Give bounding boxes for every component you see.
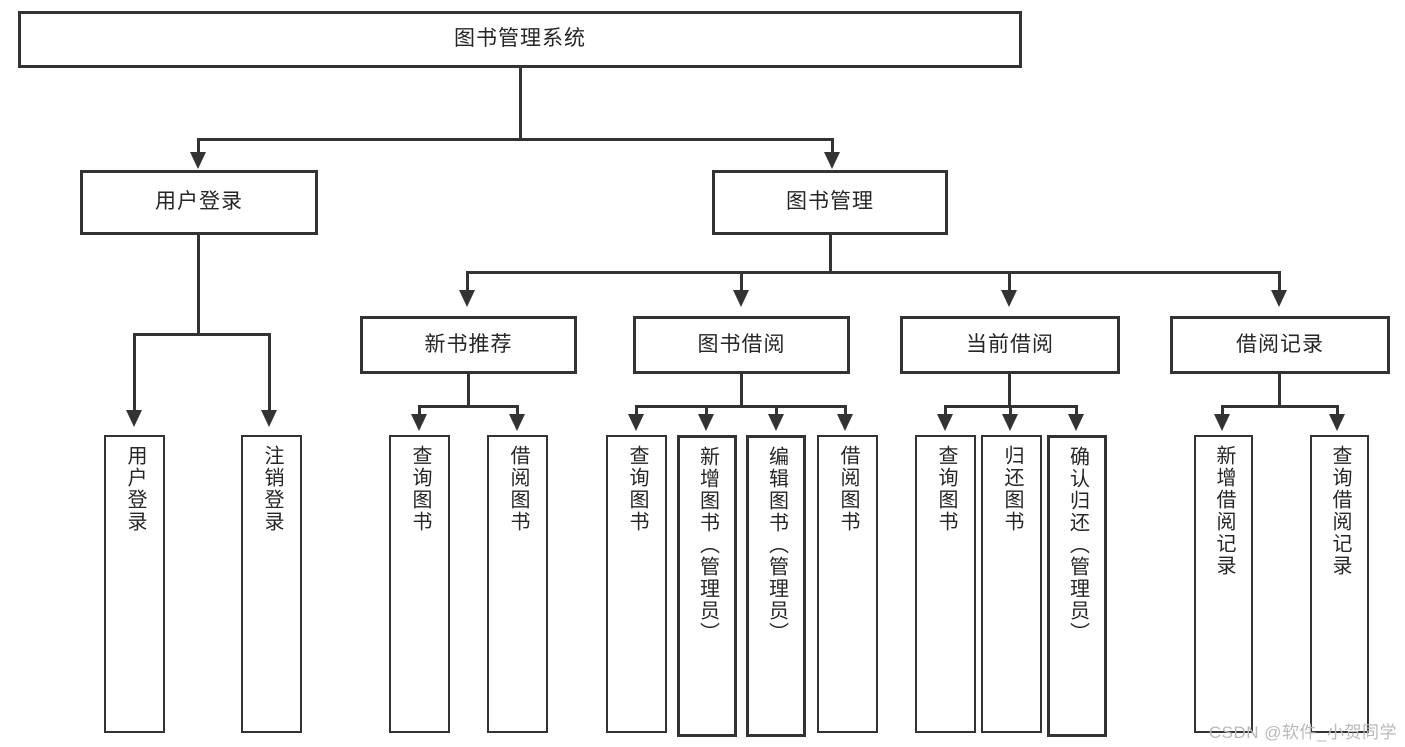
arrowhead-to-new-book-recommend	[459, 290, 475, 307]
node-borrow-record[interactable]: 借阅记录	[1170, 316, 1390, 374]
leaf-return-book[interactable]: 归还图书	[981, 435, 1042, 733]
connector-book-manage-bus	[466, 271, 1281, 274]
connector-bb-leg-1	[635, 405, 638, 417]
node-new-book-recommend-label: 新书推荐	[424, 332, 513, 356]
connector-bb-leg-2	[705, 405, 708, 417]
connector-cb-leg-2	[1009, 405, 1012, 417]
arrowhead-to-book-borrow	[733, 290, 749, 307]
arrowhead-leaf-edit-book	[768, 414, 784, 431]
connector-nbr-stem	[467, 374, 470, 407]
connector-nbr-leg-2	[516, 405, 519, 417]
leaf-logout[interactable]: 注销登录	[241, 435, 302, 733]
node-book-manage-label: 图书管理	[786, 190, 874, 214]
arrowhead-leaf-borrow-book-2	[837, 414, 853, 431]
connector-bb-stem	[740, 374, 743, 407]
node-new-book-recommend[interactable]: 新书推荐	[360, 316, 577, 374]
connector-root-leg-left	[197, 138, 200, 156]
node-user-login-label: 用户登录	[155, 190, 243, 214]
connector-book-manage-leg-2	[740, 271, 743, 293]
leaf-query-book-1[interactable]: 查询图书	[389, 435, 450, 733]
leaf-borrow-book-1[interactable]: 借阅图书	[487, 435, 548, 733]
arrowhead-leaf-query-book-1	[411, 414, 427, 431]
node-user-login[interactable]: 用户登录	[80, 170, 318, 235]
arrowhead-leaf-user-login	[126, 410, 142, 427]
connector-root-leg-right	[831, 138, 834, 156]
connector-book-manage-leg-1	[466, 271, 469, 293]
arrowhead-leaf-add-book	[698, 414, 714, 431]
leaf-query-book-2[interactable]: 查询图书	[606, 435, 667, 733]
node-current-borrow[interactable]: 当前借阅	[900, 316, 1120, 374]
leaf-query-book-3[interactable]: 查询图书	[915, 435, 976, 733]
leaf-add-book[interactable]: 新增图书（管理员）	[677, 435, 737, 737]
connector-root-bus	[197, 138, 834, 141]
leaf-query-book-3-label: 查询图书	[935, 445, 957, 533]
arrowhead-to-book-manage	[824, 152, 840, 169]
connector-br-leg-2	[1336, 405, 1339, 417]
leaf-add-record-label: 新增借阅记录	[1213, 445, 1235, 577]
connector-nbr-bus	[418, 405, 519, 408]
csdn-watermark: CSDN @软件_小贺同学	[1208, 723, 1397, 742]
connector-br-leg-1	[1221, 405, 1224, 417]
leaf-confirm-return[interactable]: 确认归还（管理员）	[1047, 435, 1107, 737]
leaf-return-book-label: 归还图书	[1001, 445, 1023, 533]
node-borrow-record-label: 借阅记录	[1236, 332, 1324, 356]
leaf-query-book-1-label: 查询图书	[409, 445, 431, 533]
leaf-user-login[interactable]: 用户登录	[104, 435, 165, 733]
node-book-manage[interactable]: 图书管理	[712, 170, 948, 235]
connector-user-login-stem	[197, 235, 200, 336]
leaf-add-book-label: 新增图书（管理员）	[696, 446, 719, 644]
connector-cb-leg-3	[1075, 405, 1078, 417]
arrowhead-leaf-add-record	[1214, 414, 1230, 431]
leaf-query-record[interactable]: 查询借阅记录	[1310, 435, 1369, 733]
leaf-borrow-book-2-label: 借阅图书	[837, 445, 859, 533]
connector-book-manage-stem	[829, 235, 832, 273]
leaf-add-record[interactable]: 新增借阅记录	[1194, 435, 1253, 733]
arrowhead-leaf-query-record	[1329, 414, 1345, 431]
leaf-edit-book-label: 编辑图书（管理员）	[765, 446, 788, 644]
connector-root-stem	[519, 68, 522, 140]
arrowhead-leaf-confirm-return	[1068, 414, 1084, 431]
arrowhead-to-current-borrow	[1001, 290, 1017, 307]
connector-bb-leg-3	[775, 405, 778, 417]
connector-nbr-leg-1	[418, 405, 421, 417]
leaf-borrow-book-2[interactable]: 借阅图书	[817, 435, 878, 733]
leaf-query-record-label: 查询借阅记录	[1329, 445, 1351, 577]
leaf-confirm-return-label: 确认归还（管理员）	[1066, 446, 1089, 644]
node-root[interactable]: 图书管理系统	[18, 11, 1022, 68]
leaf-borrow-book-1-label: 借阅图书	[507, 445, 529, 533]
leaf-query-book-2-label: 查询图书	[626, 445, 648, 533]
arrowhead-to-user-login	[190, 152, 206, 169]
node-book-borrow-label: 图书借阅	[697, 332, 786, 356]
node-book-borrow[interactable]: 图书借阅	[633, 316, 850, 374]
arrowhead-to-borrow-record	[1271, 290, 1287, 307]
arrowhead-leaf-query-book-3	[937, 414, 953, 431]
connector-user-login-bus	[133, 333, 271, 336]
connector-user-login-leg-1	[133, 333, 136, 413]
connector-book-manage-leg-3	[1008, 271, 1011, 293]
leaf-logout-label: 注销登录	[261, 445, 283, 533]
leaf-user-login-label: 用户登录	[124, 445, 146, 533]
connector-cb-stem	[1008, 374, 1011, 407]
connector-bb-leg-4	[844, 405, 847, 417]
arrowhead-leaf-borrow-book-1	[509, 414, 525, 431]
arrowhead-leaf-logout	[261, 410, 277, 427]
arrowhead-leaf-return-book	[1002, 414, 1018, 431]
connector-user-login-leg-2	[268, 333, 271, 413]
connector-bb-bus	[635, 405, 847, 408]
leaf-edit-book[interactable]: 编辑图书（管理员）	[746, 435, 806, 737]
connector-br-bus	[1221, 405, 1339, 408]
node-current-borrow-label: 当前借阅	[966, 332, 1054, 356]
arrowhead-leaf-query-book-2	[628, 414, 644, 431]
connector-br-stem	[1278, 374, 1281, 407]
connector-book-manage-leg-4	[1278, 271, 1281, 293]
node-root-label: 图书管理系统	[454, 27, 586, 51]
connector-cb-leg-1	[944, 405, 947, 417]
